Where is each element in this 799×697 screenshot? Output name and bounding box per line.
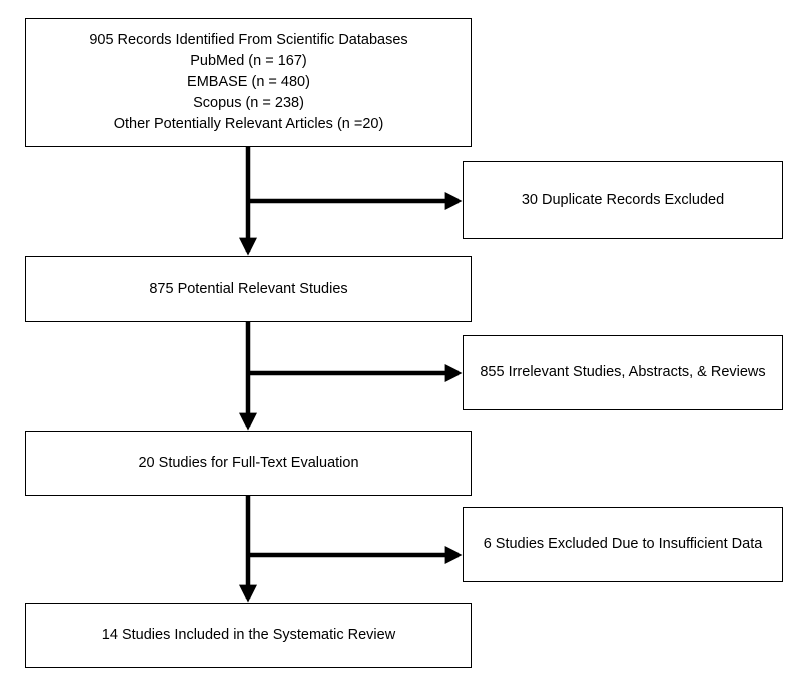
fulltext-evaluation-box: 20 Studies for Full-Text Evaluation — [25, 431, 472, 496]
irrelevant-studies-label: 855 Irrelevant Studies, Abstracts, & Rev… — [480, 364, 766, 380]
duplicates-excluded-label: 30 Duplicate Records Excluded — [521, 191, 725, 208]
potential-studies-box: 875 Potential Relevant Studies — [25, 256, 472, 322]
irrelevant-studies-box: 855 Irrelevant Studies, Abstracts, & Rev… — [463, 335, 783, 410]
pubmed-count: PubMed (n = 167) — [190, 53, 307, 69]
duplicates-excluded-box: 30 Duplicate Records Excluded — [463, 161, 783, 239]
fulltext-evaluation-label: 20 Studies for Full-Text Evaluation — [138, 455, 359, 471]
insufficient-data-label: 6 Studies Excluded Due to Insufficient D… — [483, 536, 763, 552]
included-studies-label: 14 Studies Included in the Systematic Re… — [101, 627, 396, 643]
records-identified-box: 905 Records Identified From Scientific D… — [25, 18, 472, 147]
scopus-count: Scopus (n = 238) — [193, 95, 304, 111]
insufficient-data-box: 6 Studies Excluded Due to Insufficient D… — [463, 507, 783, 582]
potential-studies-label: 875 Potential Relevant Studies — [149, 280, 348, 297]
embase-count: EMBASE (n = 480) — [187, 74, 310, 90]
included-studies-box: 14 Studies Included in the Systematic Re… — [25, 603, 472, 668]
records-identified-title: 905 Records Identified From Scientific D… — [89, 32, 408, 48]
other-articles-count: Other Potentially Relevant Articles (n =… — [113, 116, 384, 132]
